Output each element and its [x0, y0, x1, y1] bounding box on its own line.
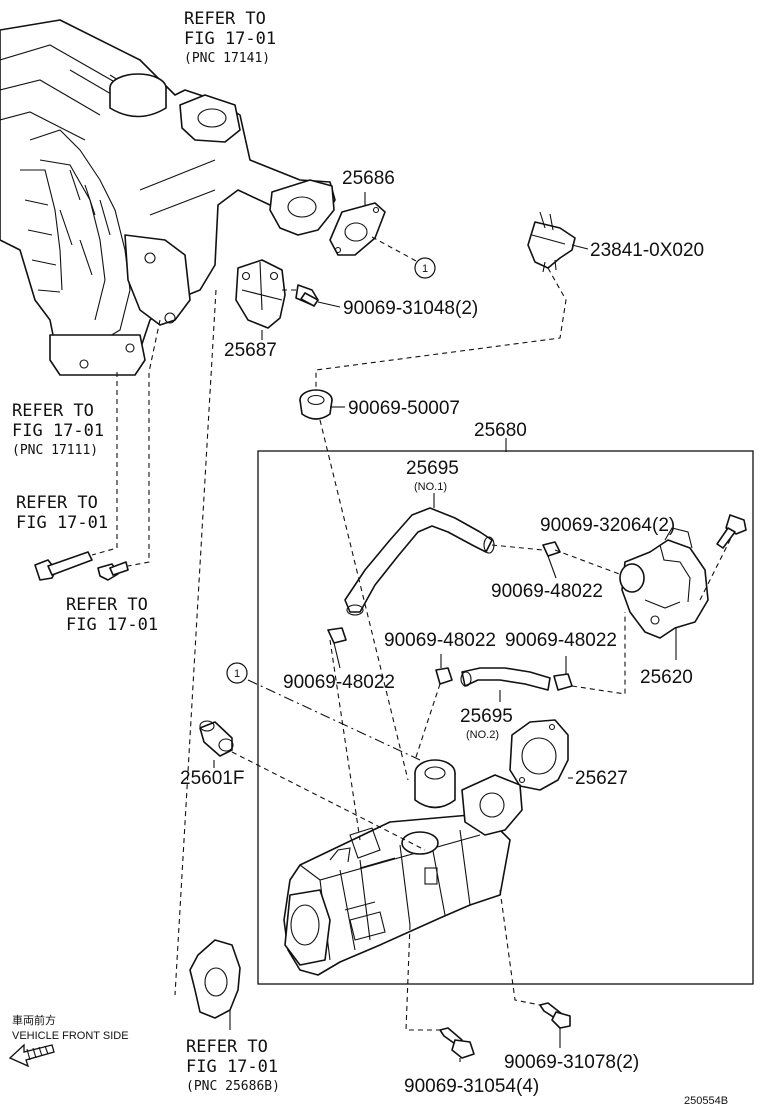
egr-valve-25620-drawing	[619, 527, 709, 639]
bracket-25687-drawing	[235, 259, 286, 329]
marker-one-top: 1	[414, 257, 436, 279]
label-23841-0X020: 23841-0X020	[590, 240, 704, 261]
label-90069-48022-a: 90069-48022	[491, 581, 603, 602]
ref-top-line3: (PNC 17141)	[184, 51, 270, 66]
ref-top-line2: FIG 17-01	[184, 29, 276, 49]
arrow-hatch	[26, 1045, 49, 1061]
egr-cooler-drawing	[283, 759, 523, 976]
label-90069-50007: 90069-50007	[348, 398, 460, 419]
bolt-90069-31048-drawing	[295, 284, 319, 307]
label-25695-no1: 25695	[406, 458, 459, 479]
bolt-90069-32064-drawing	[716, 514, 747, 549]
ref-left-mid-line2: FIG 17-01	[12, 421, 104, 441]
marker-one-top-text: 1	[422, 263, 428, 275]
ref-top-line1: REFER TO	[184, 9, 266, 29]
label-90069-48022-b: 90069-48022	[384, 630, 496, 651]
front-jp: 車両前方	[12, 1013, 56, 1027]
label-25687: 25687	[224, 340, 277, 361]
label-25695-no1-sub: (NO.1)	[414, 481, 447, 493]
gasket-25627-drawing	[509, 719, 569, 791]
marker-one-mid: 1	[226, 662, 248, 684]
grommet-90069-50007-drawing	[299, 389, 333, 420]
hose-25695-no2-drawing	[460, 667, 551, 691]
ref-left-mid-line1: REFER TO	[12, 401, 94, 421]
label-25695-no2-sub: (NO.2)	[466, 729, 499, 741]
gasket-bottom-drawing	[189, 939, 241, 1019]
ref-bottom-line2: FIG 17-01	[186, 1057, 278, 1077]
ref-left-bolt-line2: FIG 17-01	[16, 513, 108, 533]
hose-25695-no1-drawing	[344, 507, 495, 616]
label-25680: 25680	[474, 420, 527, 441]
sensor-23841-drawing	[527, 211, 576, 273]
label-25686: 25686	[342, 168, 395, 189]
vehicle-front-arrow	[8, 1043, 55, 1068]
ref-left-bolt2-line2: FIG 17-01	[66, 615, 158, 635]
ref-bottom-line1: REFER TO	[186, 1037, 268, 1057]
ref-left-bolt-line1: REFER TO	[16, 493, 98, 513]
label-90069-48022-c: 90069-48022	[505, 630, 617, 651]
diagram-code: 250554B	[684, 1095, 728, 1107]
bottom-bolts-drawing	[439, 1002, 571, 1059]
label-25695-no2: 25695	[460, 706, 513, 727]
marker-one-mid-text: 1	[234, 668, 240, 680]
label-90069-32064: 90069-32064(2)	[540, 515, 675, 536]
clamp-drawings	[327, 541, 573, 691]
label-25601F: 25601F	[180, 768, 244, 789]
label-25620: 25620	[640, 667, 693, 688]
ref-left-bolt2-line1: REFER TO	[66, 595, 148, 615]
label-25627: 25627	[575, 768, 628, 789]
label-90069-31048: 90069-31048(2)	[343, 298, 478, 319]
pipe-25601F-drawing	[199, 720, 234, 757]
label-90069-31054: 90069-31054(4)	[404, 1076, 539, 1097]
gasket-25686-drawing	[329, 202, 386, 256]
ref-bottom-line3: (PNC 25686B)	[186, 1079, 280, 1094]
engine-block-drawing	[0, 19, 336, 376]
leader-lines	[91, 192, 733, 1062]
left-bolts-drawing	[34, 551, 129, 581]
ref-left-mid-line3: (PNC 17111)	[12, 443, 98, 458]
front-en: VEHICLE FRONT SIDE	[12, 1030, 129, 1042]
label-90069-48022-d: 90069-48022	[283, 672, 395, 693]
label-90069-31078: 90069-31078(2)	[504, 1052, 639, 1073]
